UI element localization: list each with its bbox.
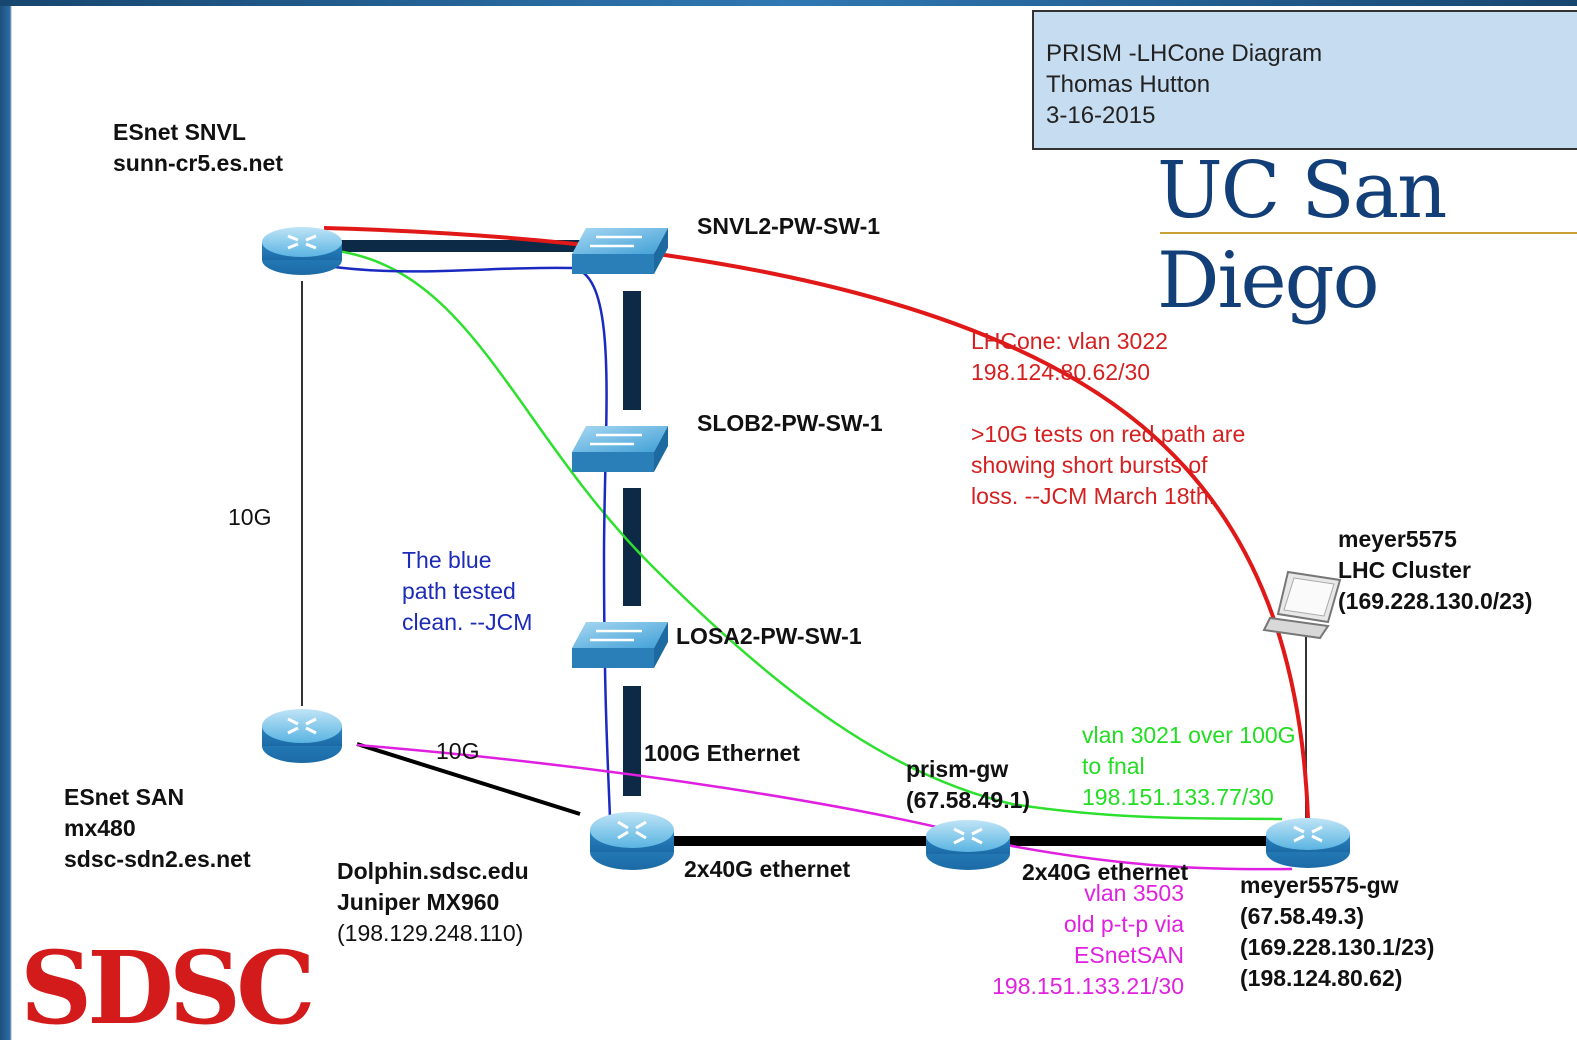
link-label-snvl-san: 10G xyxy=(228,504,272,530)
diagram-canvas: PRISM -LHCone Diagram Thomas Hutton 3-16… xyxy=(12,6,1577,1040)
link-label-prism-meyer: 2x40G ethernet xyxy=(1022,859,1189,885)
ucsd-logo-underline xyxy=(1160,232,1577,234)
router-icon xyxy=(1266,818,1350,868)
router-icon xyxy=(590,812,674,870)
title-box: PRISM -LHCone Diagram Thomas Hutton 3-16… xyxy=(1032,10,1577,150)
prism-gw-label: prism-gw (67.58.49.1) xyxy=(906,756,1031,813)
meyer-cluster-label: meyer5575 LHC Cluster (169.228.130.0/23) xyxy=(1338,526,1533,614)
link-label-dolphin-prism: 2x40G ethernet xyxy=(684,856,851,882)
green-path-annotation: vlan 3021 over 100G to fnal 198.151.133.… xyxy=(1082,722,1296,810)
router-icon xyxy=(926,820,1010,870)
blue-path-annotation: The blue path tested clean. --JCM xyxy=(402,547,533,635)
switch-icon xyxy=(572,622,668,668)
diagram-links xyxy=(262,226,1350,871)
meyer-gw-label: meyer5575-gw (67.58.49.3) (169.228.130.1… xyxy=(1240,872,1435,991)
router-icon xyxy=(262,227,342,275)
switch-icon xyxy=(572,228,668,274)
diagram-title: PRISM -LHCone Diagram xyxy=(1046,40,1323,67)
sdsc-logo: SDSC xyxy=(20,929,316,1040)
laptop-icon xyxy=(1262,570,1342,640)
top-border xyxy=(0,0,1577,6)
snvl-router-label: ESnet SNVL sunn-cr5.es.net xyxy=(113,119,283,176)
slob2-switch-label: SLOB2-PW-SW-1 xyxy=(697,410,883,436)
magenta-path-annotation: vlan 3503 old p-t-p via ESnetSAN 198.151… xyxy=(992,880,1184,999)
losa2-switch-label: LOSA2-PW-SW-1 xyxy=(676,623,862,649)
snvl2-switch-label: SNVL2-PW-SW-1 xyxy=(697,213,881,239)
switch-icon xyxy=(572,426,668,472)
red-path xyxy=(323,226,1310,819)
green-path xyxy=(329,248,1283,821)
san-router-label: ESnet SAN mx480 sdsc-sdn2.es.net xyxy=(64,784,251,872)
router-icon xyxy=(262,709,342,763)
dolphin-label: Dolphin.sdsc.edu Juniper MX960 (198.129.… xyxy=(337,858,529,946)
date: 3-16-2015 xyxy=(1046,102,1156,129)
blue-path xyxy=(326,264,612,819)
ucsd-logo: UC San Diego xyxy=(1157,146,1447,326)
link-label-san-dolphin: 10G xyxy=(436,738,480,764)
author: Thomas Hutton xyxy=(1046,71,1211,98)
link-san-dolphin xyxy=(356,742,581,816)
red-path-annotation: LHCone: vlan 3022 198.124.80.62/30 >10G … xyxy=(971,328,1246,509)
link-label-100g: 100G Ethernet xyxy=(644,740,800,766)
